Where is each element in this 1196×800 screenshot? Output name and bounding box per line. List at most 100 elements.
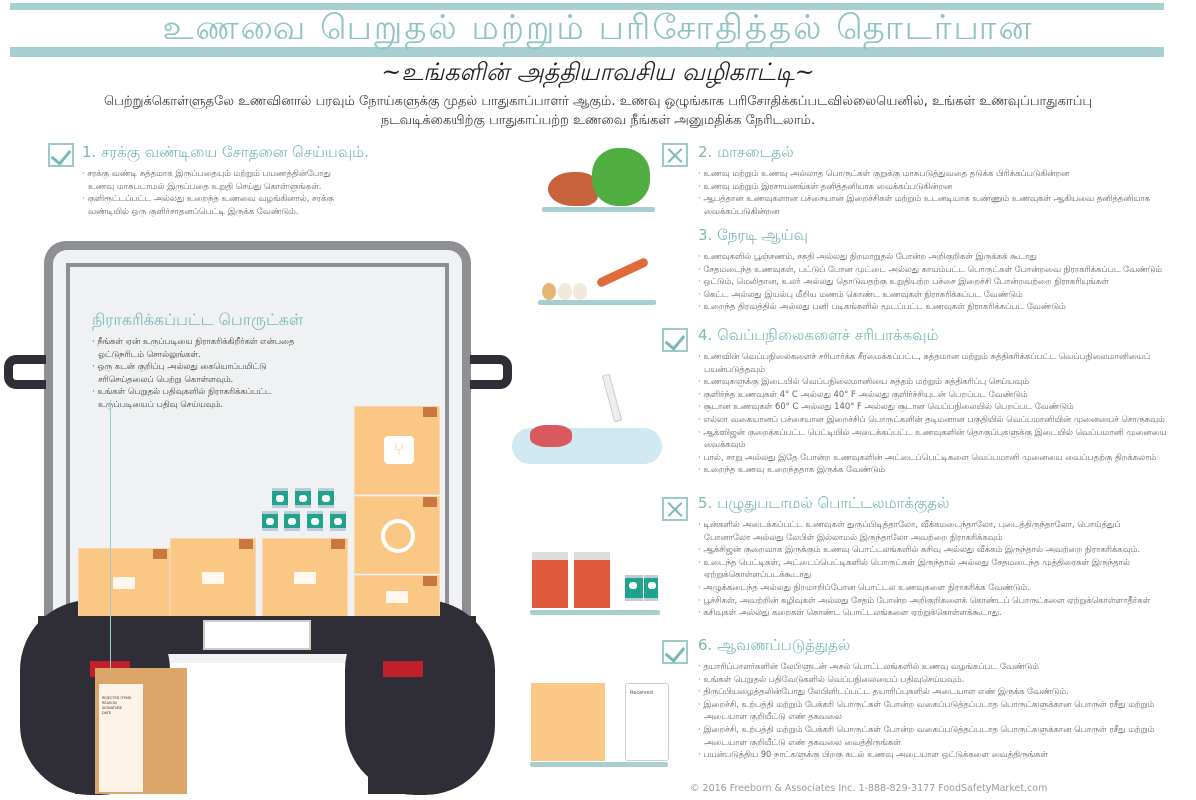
bullet: உணவு மற்றும் உணவு அல்லாத பொருட்கள் குறுக…	[698, 167, 1168, 180]
section-title: 2. மாசடைதல்	[698, 143, 794, 161]
egg-illustration	[542, 283, 556, 300]
page-subtitle: ~உங்களின் அத்தியாவசிய வழிகாட்டி~	[381, 58, 815, 86]
intro-text: பெற்றுக்கொள்ளுதலே உணவினால் பரவும் நோய்கள…	[103, 94, 1093, 128]
can	[272, 488, 288, 508]
check-icon	[662, 328, 688, 352]
can	[295, 488, 311, 508]
no-glass-icon	[381, 519, 415, 553]
section-title: 1. சரக்கு வண்டியை சோதனை செய்யவும்.	[82, 143, 369, 161]
bullet: இறைச்சி, உற்பத்தி மற்றும் பேக்கரி பொருட்…	[698, 723, 1168, 748]
shelf	[538, 300, 656, 305]
can	[625, 575, 643, 601]
box	[78, 548, 170, 618]
bullet: கெட்ட அல்லது இயல்பு மீறிய மணம் கொண்ட உணவ…	[698, 288, 1168, 301]
bullet: உறைந்த திரவத்தில் அல்லது பனி படிகங்களில்…	[698, 300, 1168, 313]
clipboard-illustration: Received	[625, 683, 669, 761]
can	[307, 511, 323, 531]
fork-knife-icon: ⑂	[384, 436, 414, 464]
egg-illustration	[573, 283, 587, 300]
box-no-glass	[354, 496, 440, 574]
bullet: இறைச்சி, உற்பத்தி மற்றும் பேக்கரி பொருட்…	[698, 698, 1168, 723]
box	[262, 538, 348, 618]
box-food: ⑂	[354, 406, 440, 495]
can	[262, 511, 278, 531]
egg-illustration	[558, 283, 572, 300]
section-title: 5. பழுதுபடாமல் பொட்டலமாக்குதல்	[698, 494, 950, 512]
bullet: டின்களில் அடைக்கப்பட்ட உணவுகள் துருப்பிட…	[698, 518, 1168, 543]
can	[318, 488, 334, 508]
bullet: ஒரு கடன் குறிப்பு அல்லது கையொப்பமிட்டு ச…	[92, 360, 322, 385]
cross-icon	[662, 497, 688, 521]
page-title: உணவை பெறுதல் மற்றும் பரிசோதித்தல் தொடர்ப…	[162, 8, 1034, 48]
bullet: ஆக்சிஜன் குறைவாக இருக்கும் உணவு பொட்டலங்…	[698, 543, 1168, 556]
section-title: 4. வெப்பநிலைகளைச் சரிபாக்கவும்	[698, 326, 939, 344]
tail-light-right	[383, 661, 423, 677]
cross-icon	[662, 143, 688, 167]
tag-line: SIGNATURE	[102, 706, 123, 710]
bullet: சரக்கு வண்டி சுத்தமாக இருப்பதையும் மற்று…	[82, 167, 352, 192]
rejected-items-panel: நிராகரிக்கப்பட்ட பொருட்கள் நீங்கள் ஏன் உ…	[92, 310, 322, 411]
box	[354, 575, 440, 618]
bullet: உறைந்த உணவு உறைந்ததாக இருக்க வேண்டும்	[698, 463, 1168, 476]
truck-handle-left	[4, 355, 46, 389]
carrot-illustration	[595, 256, 650, 289]
bullet: தயாரிப்பாளர்களின் லேபிளுடன் அசல் பொட்டலங…	[698, 660, 1168, 673]
section-3: 3. நேரடி ஆய்வு உணவுகளில் பூஞ்சணம், சகதி …	[698, 226, 1168, 313]
bullet: குளிர்ந்த உணவுகள் 4° C அல்லது 40° F அல்ல…	[698, 388, 1168, 401]
tag-line: DATE	[102, 711, 112, 715]
bullet: ஒட்டும், மெலிதான, உலர் அல்லது தொடுவதற்கு…	[698, 275, 1168, 288]
tag-line: REASON	[102, 701, 117, 705]
section-title: 3. நேரடி ஆய்வு	[698, 226, 808, 244]
bullet: கசிவுகள் அல்லது கறைகள் கொண்ட பொட்டலங்களை…	[698, 606, 1168, 619]
section-6: 6. ஆவணப்படுத்துதல் தயாரிப்பாளர்களின் லேப…	[698, 636, 1168, 761]
meat-illustration	[548, 172, 598, 206]
section-2: 2. மாசடைதல் உணவு மற்றும் உணவு அல்லாத பொர…	[698, 143, 1168, 217]
bullet: திருப்பியழைத்தலின்போது லேபிளிடப்பட்ட தயா…	[698, 685, 1168, 698]
shelf	[530, 762, 668, 767]
shelf	[530, 610, 660, 615]
bullet: சூடான உணவுகள் 60° C அல்லது 140° F அல்லது…	[698, 400, 1168, 413]
bullet: சேதமடைந்த உணவுகள், பட்டுப் போன முட்டை அல…	[698, 263, 1168, 276]
bullet: ஆக்ஸிஜன் குறைக்கப்பட்ட பெட்டியில் அடைக்க…	[698, 426, 1168, 451]
bullet: உணவு மற்றும் இரசாயனங்கள் தனித்தனியாக வைக…	[698, 180, 1168, 193]
bullet: உணவுகளுக்கு இடையில் வெப்பநிலைமானியை சுத்…	[698, 375, 1168, 388]
bullet: பயன்படுத்திய 90 நாட்களுக்கு பிறகு கடல் உ…	[698, 748, 1168, 761]
clipboard-label: Received	[630, 690, 653, 696]
section-4: 4. வெப்பநிலைகளைச் சரிபாக்கவும் உணவின் வெ…	[698, 326, 1168, 476]
bullet: நீங்கள் ஏன் உருப்படியை நிராகரிக்கிறீர்கள…	[92, 335, 322, 360]
rejected-title: நிராகரிக்கப்பட்ட பொருட்கள்	[92, 310, 304, 329]
tag-string	[110, 400, 111, 695]
box	[170, 538, 256, 618]
thermometer-icon	[601, 373, 623, 423]
box-illustration	[531, 683, 605, 761]
package-illustration	[532, 552, 568, 608]
lettuce-illustration	[592, 148, 650, 206]
can	[330, 511, 346, 531]
section-1: 1. சரக்கு வண்டியை சோதனை செய்யவும். சரக்க…	[82, 143, 369, 217]
truck-handle-right	[470, 355, 512, 389]
can	[284, 511, 300, 531]
shelf	[542, 207, 655, 212]
bullet: குளிரூட்டப்பட்ட அல்லது உறைந்த உணவை வழங்க…	[82, 192, 352, 217]
title-bar-bottom	[10, 47, 1164, 57]
check-icon	[662, 640, 688, 664]
bullet: அழுக்கடைந்த அல்லது நிறமாறிப்போன பொட்டல உ…	[698, 581, 1168, 594]
footer-copyright: © 2016 Freeborn & Associates Inc. 1-888-…	[690, 783, 1048, 794]
bullet: உடைந்த பெட்டிகள், அட்டைப்பெட்டிகளில் பொர…	[698, 556, 1168, 581]
bullet: உங்கள் பெறுதல் பதிவுகளில் நிராகரிக்கப்பட…	[92, 385, 322, 410]
bullet: ஆபத்தான உணவுகளான பச்சையான இறைச்சிகள் மற்…	[698, 192, 1168, 217]
section-5: 5. பழுதுபடாமல் பொட்டலமாக்குதல் டின்களில்…	[698, 494, 1168, 619]
package-illustration	[574, 552, 610, 608]
bullet: உங்கள் பெறுதல் பதிவேடுகளில் வெப்பநிலையைப…	[698, 673, 1168, 686]
title-bar-top	[10, 3, 1164, 10]
bullet: பால், சாறு அல்லது இதே போன்ற உணவுகளின் அட…	[698, 451, 1168, 464]
bullet: எல்லா வகையானப் பச்சையான இறைச்சிப் பொருட்…	[698, 413, 1168, 426]
bullet: உணவின் வெப்பநிலைகளைச் சரிபார்க்க சீரமைக்…	[698, 350, 1168, 375]
bullet: பூச்சிகள், அவற்றின் கழிவுகள் அல்லது சேதம…	[698, 594, 1168, 607]
check-icon	[48, 143, 74, 167]
bullet: உணவுகளில் பூஞ்சணம், சகதி அல்லது நிறமாறுத…	[698, 250, 1168, 263]
section-title: 6. ஆவணப்படுத்துதல்	[698, 636, 851, 654]
tag-line: REJECTED ITEMS	[102, 696, 132, 700]
can	[644, 575, 658, 601]
